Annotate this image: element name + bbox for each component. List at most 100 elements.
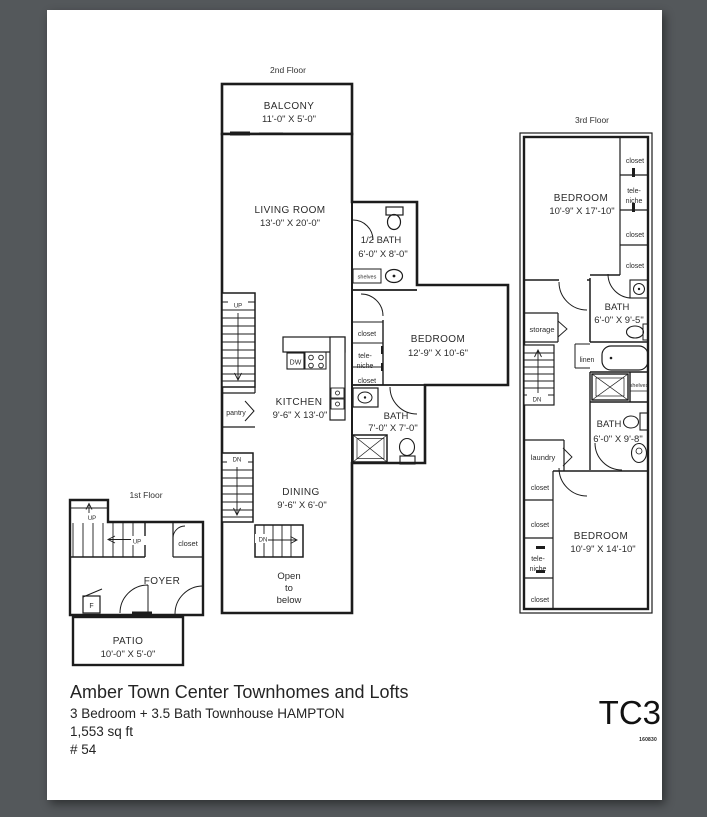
bath-2nd: BATH 7'-0" X 7'-0" [352, 386, 418, 465]
stairs-up-label: UP [133, 540, 141, 546]
sheet-unit-number: # 54 [70, 742, 97, 757]
closet-wall [172, 522, 203, 558]
door-arc [360, 293, 384, 317]
label-chip [228, 300, 248, 309]
label-chip [227, 454, 248, 463]
floor-1-plan: 1st Floor UP UP closet FOYER F PATIO 10 [68, 490, 205, 667]
tele-niche-label: niche [626, 198, 643, 205]
room-dims-kitchen: 9'-6" X 13'-0" [273, 410, 328, 421]
room-label-patio: PATIO [113, 636, 144, 647]
sink-icon [639, 412, 649, 431]
door-arc [119, 584, 149, 614]
niche-stub [381, 363, 384, 371]
pantry-label: pantry [226, 410, 246, 417]
open-to-below-label: Open [277, 571, 300, 582]
linen-label: linen [580, 357, 595, 364]
sink-icon [363, 396, 367, 399]
closet-label: closet [626, 263, 644, 270]
room-dims-bath: 7'-0" X 7'-0" [368, 423, 417, 434]
room-label-bedroom-rear: BEDROOM [574, 531, 628, 542]
niche-stub [632, 203, 635, 212]
sink-icon [335, 401, 340, 407]
niche-stub [536, 546, 545, 549]
counter [329, 336, 346, 421]
sheet-subtitle: 3 Bedroom + 3.5 Bath Townhouse HAMPTON [70, 706, 345, 721]
shower-icon [352, 434, 388, 463]
room-label-balcony: BALCONY [264, 101, 315, 112]
closet-wall [82, 588, 103, 598]
sink-icon [392, 274, 396, 278]
linen-walls [574, 343, 590, 369]
room-dims-bath-rear: 6'-0" X 9'-8" [593, 434, 642, 445]
door-arc [558, 467, 588, 497]
toilet-icon [635, 447, 643, 455]
plan-code: TC3 [598, 694, 661, 731]
room-dims-bath-front: 6'-0" X 9'-5" [594, 315, 643, 326]
open-to-below-label: below [277, 595, 302, 606]
bath-front: closet BATH 6'-0" X 9'-5" [524, 263, 649, 343]
stair-arrow [234, 313, 242, 382]
storage-and-stairs: storage DN [523, 312, 568, 406]
closet-wall [352, 321, 383, 368]
tele-niche-label: tele- [358, 353, 372, 360]
sheet-title: Amber Town Center Townhomes and Lofts [70, 682, 409, 702]
tele-niche-label: niche [357, 363, 374, 370]
stairs-dn-label: DN [533, 398, 542, 404]
shower-icon [356, 438, 385, 459]
closet-label: closet [178, 539, 199, 548]
linen-tub-shower: linen shelves [574, 343, 649, 470]
room-label-bath: BATH [384, 411, 409, 422]
storage-walls [524, 312, 559, 343]
closet-label: closet [531, 485, 549, 492]
stairs-up-label: UP [234, 304, 242, 310]
room-label-half-bath: 1/2 BATH [361, 235, 402, 246]
door-sill [259, 132, 283, 135]
dishwasher-icon [286, 352, 305, 370]
sink-icon [622, 415, 640, 429]
laundry: laundry [524, 439, 573, 471]
interior-wall [589, 371, 648, 470]
closet-label: closet [531, 597, 549, 604]
entry-closet: closet [172, 522, 203, 558]
closet-column-top: closet tele- niche closet [619, 137, 648, 275]
stairs-down: DN DN [221, 452, 304, 558]
stairs-up: UP [221, 292, 256, 388]
room-label-living-room: LIVING ROOM [254, 205, 325, 216]
stove-icon [308, 354, 314, 361]
laundry-label: laundry [531, 453, 556, 462]
room-label-bedroom: BEDROOM [411, 334, 465, 345]
niche-stub [632, 168, 635, 177]
stove-icon [318, 362, 324, 369]
shower-icon [591, 373, 629, 401]
door-arc [389, 386, 418, 415]
closet-wall [524, 471, 554, 609]
door-arc [594, 442, 623, 471]
bedroom-2nd: closet tele- niche closet BEDROOM 12'-9"… [352, 293, 468, 385]
closet-label: closet [358, 331, 376, 338]
sink-icon [330, 398, 345, 410]
door-arc [174, 585, 204, 615]
pantry: pantry [222, 387, 256, 428]
floor-plan-canvas: 2nd Floor BALCONY 11'-0" X 5'-0" LIVING … [68, 65, 653, 667]
label-chip [127, 536, 146, 545]
door-arc [558, 281, 588, 311]
stove-icon [304, 351, 327, 370]
closet-label: closet [531, 522, 549, 529]
tele-niche-label: tele- [627, 188, 641, 195]
stairs-outline [221, 452, 254, 523]
patio-outline [71, 615, 185, 667]
room-label-bath-front: BATH [605, 302, 630, 313]
floor-label-3rd: 3rd Floor [575, 115, 609, 125]
bathtub-icon [601, 345, 649, 371]
shower-icon [352, 434, 388, 463]
pantry-walls [222, 387, 256, 428]
toilet-icon [642, 323, 649, 341]
sink-icon [335, 390, 340, 396]
floor-3-plan: 3rd Floor closet tele- niche closet BEDR… [519, 115, 653, 614]
sink-icon [384, 268, 404, 284]
shower-icon [595, 377, 625, 397]
door-wedge [562, 447, 573, 467]
shower-icon [591, 373, 629, 401]
stove-icon [308, 362, 314, 369]
document-page: 2nd Floor BALCONY 11'-0" X 5'-0" LIVING … [47, 10, 662, 800]
